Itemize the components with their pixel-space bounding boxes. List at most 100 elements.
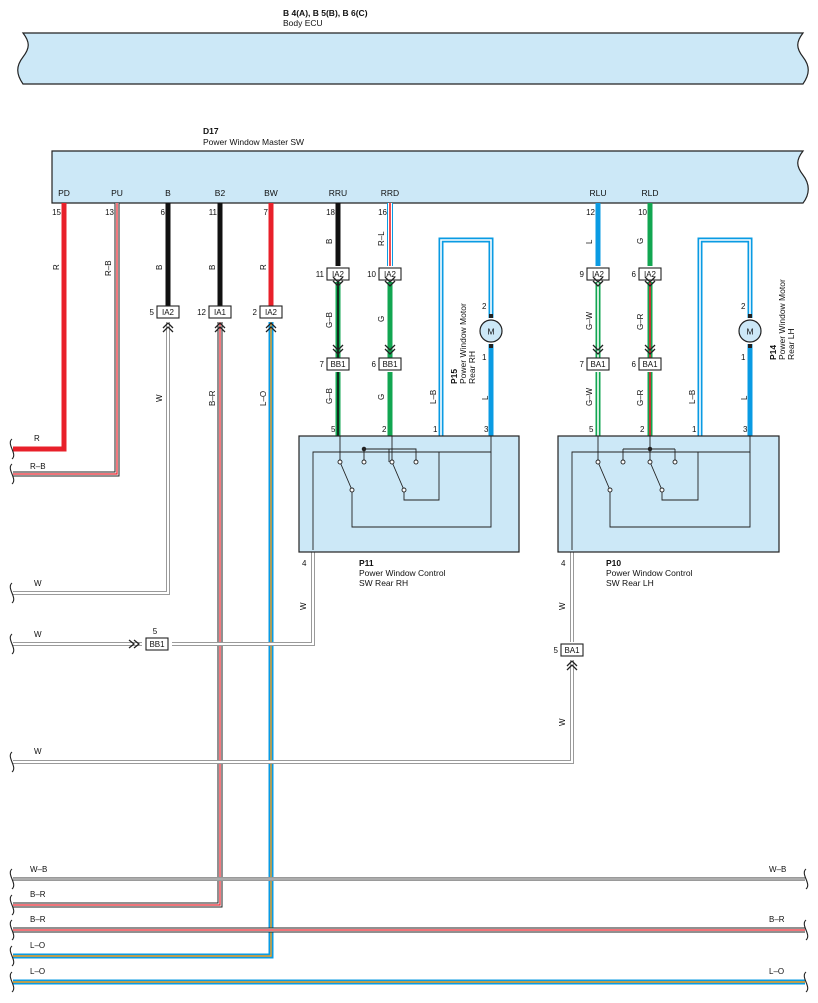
pin-label-pd: PD xyxy=(58,188,70,198)
motor-lh-m-label: M xyxy=(746,327,753,337)
motor-lh-pin-2: 2 xyxy=(741,302,746,311)
motor-rh-pin-2: 2 xyxy=(482,302,487,311)
wire-label-lb-rh: L–B xyxy=(429,390,438,404)
wire-label-gr-2: G–R xyxy=(636,389,645,406)
connector-chevron xyxy=(332,344,344,355)
switch-lh-pins: 5 2 1 3 4 xyxy=(561,425,748,568)
wire-label-w-ia2: W xyxy=(155,394,164,402)
control-switch-rh: 5 2 1 3 4 P11 Power Window Control SW Re… xyxy=(298,425,520,588)
pin-number-b2: 11 xyxy=(209,208,218,217)
pin-label-b2: B2 xyxy=(215,188,226,198)
switch-rh-pin-4: 4 xyxy=(302,559,307,568)
connector-pin: 11 xyxy=(316,270,325,279)
control-switch-rh-box xyxy=(298,435,520,553)
wire-label-br-left-2: B–R xyxy=(30,915,46,924)
connector-pin: 12 xyxy=(197,308,206,317)
break-left-5 xyxy=(9,868,15,890)
wire-labels: R R–B B B R B R–L L G G–B G G–B G L–B L … xyxy=(30,231,786,976)
break-left-7 xyxy=(9,919,15,941)
wire-label-rrd: R–L xyxy=(377,231,386,246)
switch-rh-internal xyxy=(312,436,492,550)
connector-box xyxy=(208,305,232,319)
wire-label-pu: R–B xyxy=(104,260,113,276)
wire-label-gw-1: G–W xyxy=(585,311,594,330)
connector-box xyxy=(560,643,584,657)
connector-chevron xyxy=(644,344,656,355)
wire-label-rld: G xyxy=(636,238,645,244)
wire-lb-rh-inner xyxy=(440,239,492,436)
wire-lo-ia2-stripe xyxy=(13,322,272,957)
break-left-6 xyxy=(9,894,15,916)
connector-name: BB1 xyxy=(330,360,346,369)
connector-box xyxy=(156,305,180,319)
wires xyxy=(13,203,805,985)
switch-lh-contacts xyxy=(595,446,678,493)
connector-box xyxy=(145,637,169,651)
wire-w-rh4-inner xyxy=(172,552,314,645)
pin-label-bw: BW xyxy=(264,188,278,198)
connector-chevron xyxy=(644,276,656,287)
wire-label-b: B xyxy=(155,265,164,270)
break-right-0 xyxy=(803,868,809,890)
switch-rh-contacts xyxy=(337,446,419,493)
wire-label-w-left-3: W xyxy=(34,747,42,756)
wire-label-br-ia1: B–R xyxy=(208,390,217,406)
connector-name: IA1 xyxy=(214,308,227,317)
connector-chevron xyxy=(592,344,604,355)
wire-w-ba1-left-inner xyxy=(13,660,573,763)
body-ecu: B 4(A), B 5(B), B 6(C) Body ECU xyxy=(17,8,809,85)
wire-label-lo-right: L–O xyxy=(769,967,784,976)
wire-label-rru: B xyxy=(325,239,334,244)
connector-name: IA2 xyxy=(592,270,605,279)
connector-name: IA2 xyxy=(162,308,175,317)
wire-label-gw-2: G–W xyxy=(585,387,594,406)
connector-pin: 5 xyxy=(150,308,155,317)
pin-number-rru: 18 xyxy=(326,208,335,217)
wire-br-ia1-stripe xyxy=(13,322,221,906)
wire-pd-red xyxy=(13,203,67,452)
wire-lb-lh-inner xyxy=(699,239,751,436)
pin-label-pu: PU xyxy=(111,188,123,198)
wire-label-w-ba1: W xyxy=(558,718,567,726)
connector-name: IA2 xyxy=(265,308,278,317)
switch-rh-name1: Power Window Control xyxy=(359,568,446,578)
motor-lh-symbol xyxy=(738,319,762,343)
motor-rh-name2: Rear RH xyxy=(467,351,477,384)
motor-lh-name2: Rear LH xyxy=(786,328,796,360)
connector-pin: 9 xyxy=(580,270,585,279)
switch-lh-pin-3: 3 xyxy=(743,425,748,434)
break-left-2 xyxy=(9,582,15,604)
wire-label-w-left-2: W xyxy=(34,630,42,639)
body-ecu-code: B 4(A), B 5(B), B 6(C) xyxy=(283,8,368,18)
pin-label-rld: RLD xyxy=(641,188,658,198)
motor-rh-symbol xyxy=(479,319,503,343)
motor-lh-name1: Power Window Motor xyxy=(777,279,787,360)
connector-box xyxy=(378,267,402,281)
connector-box xyxy=(638,357,662,371)
wire-label-lo-ia2: L–O xyxy=(259,391,268,406)
break-left-4 xyxy=(9,751,15,773)
switch-rh-pins: 5 2 1 3 4 xyxy=(302,425,489,568)
motor-rh-m-label: M xyxy=(487,327,494,337)
switch-lh-pin-4: 4 xyxy=(561,559,566,568)
body-ecu-box xyxy=(17,32,809,85)
wire-label-b2: B xyxy=(208,265,217,270)
wire-w-ia2-left-inner xyxy=(13,322,169,594)
motor-lh: M 2 1 P14 Power Window Motor Rear LH xyxy=(738,279,796,362)
break-right-2 xyxy=(803,971,809,993)
break-left-8 xyxy=(9,945,15,967)
control-switch-lh: 5 2 1 3 4 P10 Power Window Control SW Re… xyxy=(557,425,780,588)
pin-number-bw: 7 xyxy=(264,208,269,217)
connector-ia1-1: IA1 12 xyxy=(197,305,232,333)
connector-pin: 5 xyxy=(554,646,559,655)
wire-label-l-rh: L xyxy=(481,395,490,400)
switch-lh-code: P10 xyxy=(606,558,621,568)
connector-pin: 7 xyxy=(580,360,585,369)
